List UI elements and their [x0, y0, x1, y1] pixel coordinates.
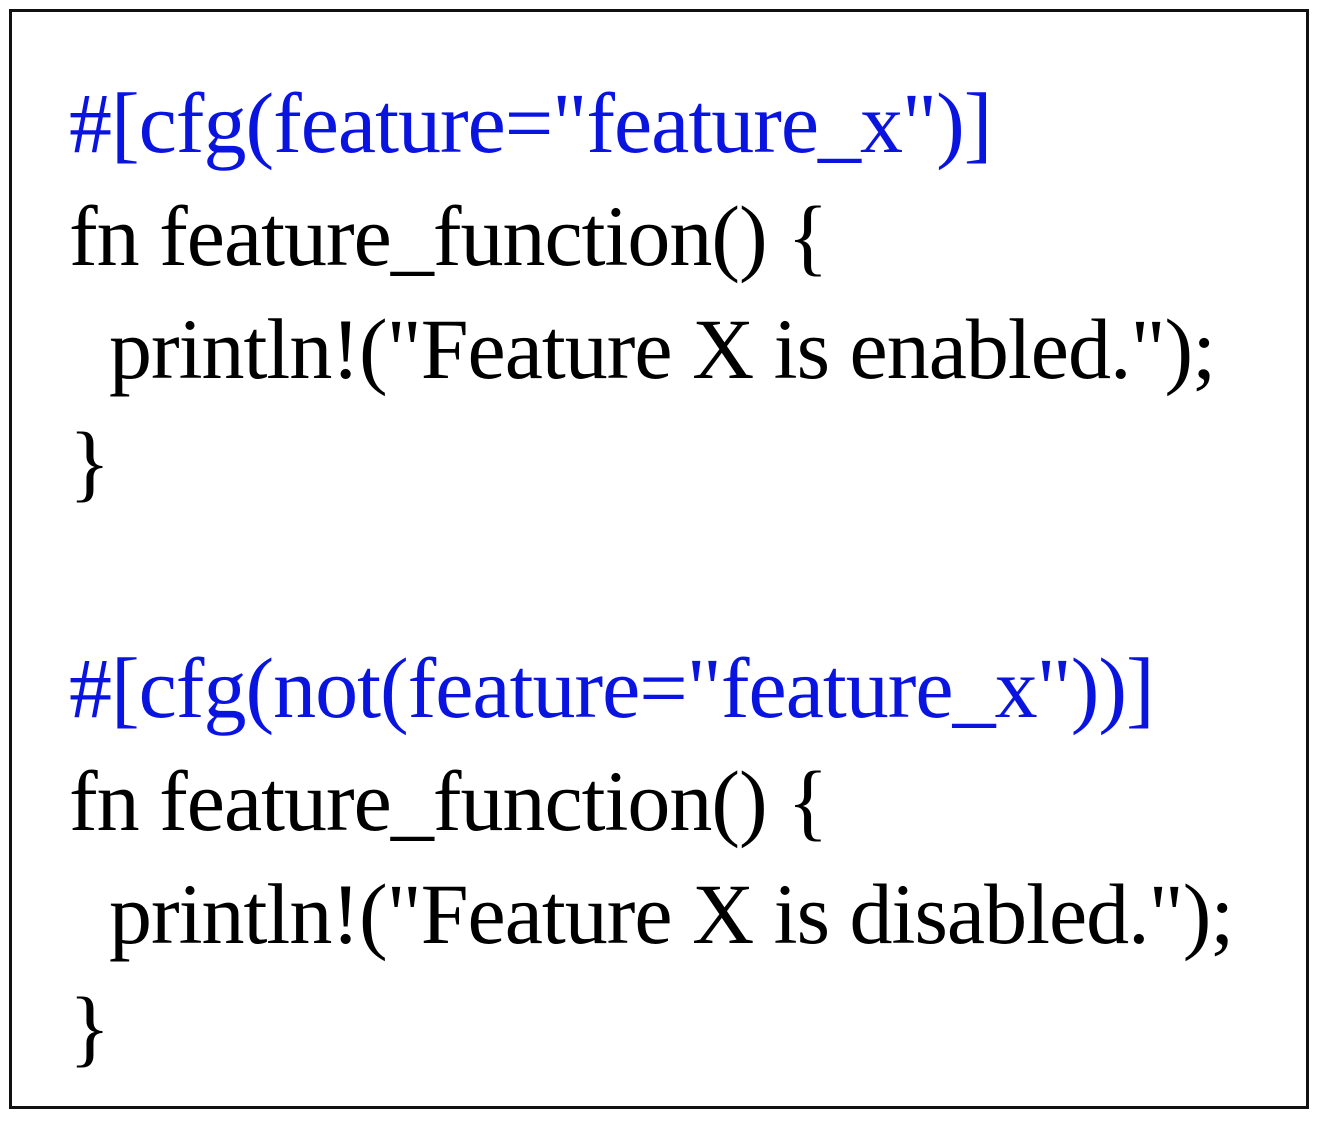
code-line-fn-signature-disabled: fn feature_function() {: [69, 753, 828, 849]
code-line-close-brace-enabled: }: [69, 414, 110, 510]
code-listing: #[cfg(feature="feature_x")] fn feature_f…: [12, 12, 1234, 1070]
code-line-attribute-enabled: #[cfg(feature="feature_x")]: [69, 75, 992, 171]
code-line-println-enabled: println!("Feature X is enabled.");: [109, 301, 1216, 397]
code-line-println-disabled: println!("Feature X is disabled.");: [109, 866, 1234, 962]
code-line-attribute-disabled: #[cfg(not(feature="feature_x"))]: [69, 640, 1155, 736]
code-block: #[cfg(feature="feature_x")] fn feature_f…: [9, 9, 1309, 1109]
code-line-close-brace-disabled: }: [69, 979, 110, 1075]
code-line-fn-signature-enabled: fn feature_function() {: [69, 188, 828, 284]
